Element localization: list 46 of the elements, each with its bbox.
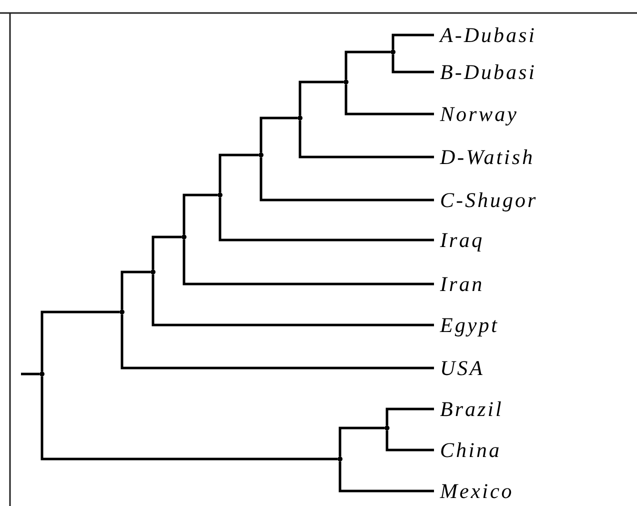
tree-branch [338, 462, 434, 492]
tree-branch [392, 34, 434, 50]
taxon-label: B-Dubasi [440, 60, 536, 84]
tree-branch [338, 426, 384, 456]
tree-branch [344, 50, 390, 80]
tree-branch [386, 408, 434, 426]
tree-branch [392, 54, 434, 74]
tree-branch [182, 194, 218, 234]
taxon-label: C-Shugor [440, 188, 538, 212]
tree-branch [298, 80, 344, 116]
tree-branch [152, 236, 182, 270]
taxon-label: D-Watish [440, 145, 535, 169]
tree-branch [182, 240, 434, 286]
tree-branch [120, 314, 434, 370]
tree-branch [260, 116, 298, 152]
branch-point [120, 310, 124, 314]
taxon-label: Egypt [440, 313, 499, 337]
branch-point [338, 456, 342, 462]
tree-branch [152, 274, 434, 326]
tree-branch [21, 372, 40, 376]
branch-point [40, 372, 44, 376]
taxon-label: China [440, 438, 502, 462]
branch-point [390, 50, 396, 54]
tree-branch [120, 270, 150, 310]
branch-point [344, 80, 348, 84]
branch-point [384, 426, 390, 430]
taxon-label: Brazil [440, 397, 504, 421]
tree-branch [218, 154, 258, 192]
tree-branch [218, 198, 434, 242]
tree-branch [298, 120, 434, 158]
taxon-label: Iran [440, 272, 484, 296]
taxon-label: Mexico [440, 479, 514, 503]
taxon-label: Iraq [440, 228, 484, 252]
tree-branch [260, 158, 434, 202]
tree-branch [40, 310, 120, 372]
tree-branch [344, 84, 434, 116]
branch-point [150, 270, 156, 274]
branch-point [258, 152, 264, 158]
taxon-label: USA [440, 356, 484, 380]
tree-branch [386, 430, 434, 452]
branch-point [182, 234, 186, 240]
tree-branch [40, 376, 338, 460]
branch-point [298, 116, 302, 120]
taxon-label: A-Dubasi [440, 23, 536, 47]
branch-point [218, 192, 222, 198]
taxon-label: Norway [440, 102, 519, 126]
